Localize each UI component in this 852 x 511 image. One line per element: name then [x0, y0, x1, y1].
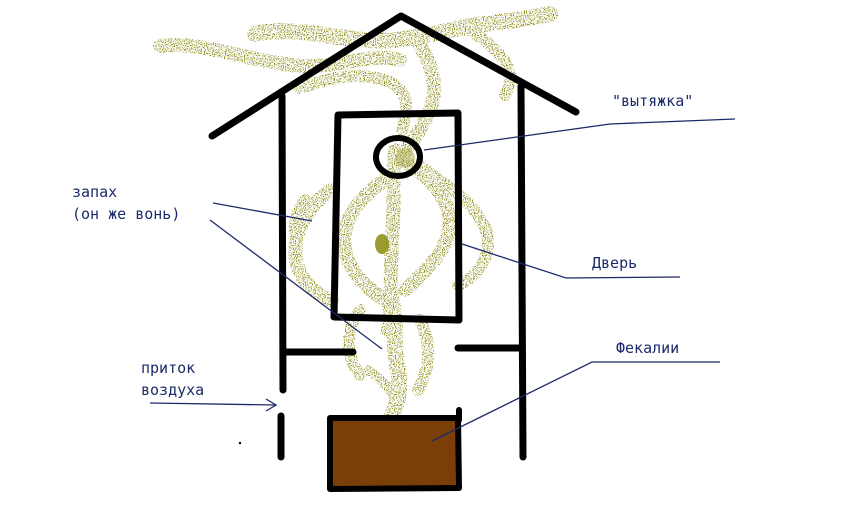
smell-dense-spot — [395, 148, 415, 168]
feces-label: Фекалии — [616, 339, 679, 357]
smell-leader-1 — [212, 202, 313, 222]
door — [330, 109, 463, 324]
feces-pit — [327, 415, 462, 492]
smell-label-line1: запах — [72, 183, 117, 201]
right-wall — [517, 82, 527, 461]
exhaust-label: "вытяжка" — [612, 92, 693, 110]
smell-leader-2 — [209, 219, 383, 350]
feces-leader — [431, 361, 720, 442]
smell-dense-spot — [375, 234, 389, 254]
roof — [208, 12, 580, 140]
air-inflow-arrow — [149, 398, 278, 412]
door-label: Дверь — [592, 254, 637, 272]
exhaust-leader — [423, 118, 736, 151]
exhaust-vent — [373, 135, 423, 179]
smell-label-line2: (он же вонь) — [72, 205, 180, 223]
left-wall-upper — [278, 92, 287, 394]
door-leader — [461, 243, 681, 279]
speck — [238, 441, 242, 445]
air-inflow-label-line2: воздуха — [141, 381, 204, 399]
air-inflow-label-line1: приток — [141, 359, 195, 377]
